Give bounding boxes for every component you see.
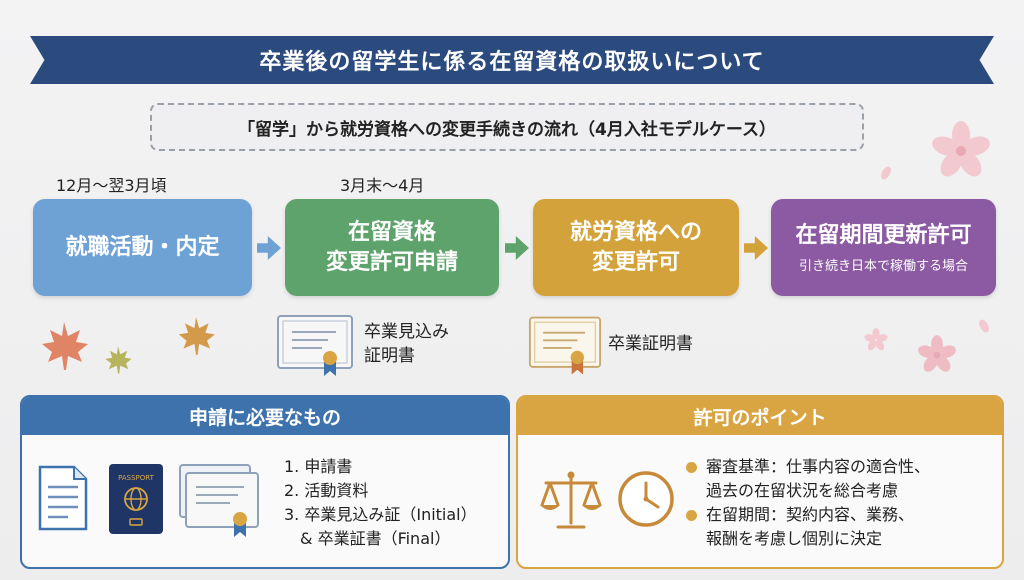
sakura-icon [932, 121, 990, 177]
sakura-icon [864, 328, 888, 351]
subtitle-box: 「留学」から就労資格への変更手続きの流れ（4月入社モデルケース） [150, 103, 864, 151]
list-item: 2. 活動資料 [284, 481, 369, 500]
point-text: 過去の在留状況を総合考慮 [706, 481, 899, 500]
step-label: 在留資格 [347, 219, 436, 245]
maple-leaf-icon [42, 322, 88, 370]
requirements-panel: 申請に必要なもの PASSPORT 1. 申請書 2. 活動資料 3. 卒業見込… [20, 395, 510, 569]
step-work-permit: 就労資格への 変更許可 [533, 199, 739, 296]
step-sublabel: 引き続き日本で稼働する場合 [798, 259, 968, 274]
document-label: 卒業見込み 証明書 [364, 320, 449, 368]
scale-icon [540, 471, 602, 529]
list-item: 審査基準：仕事内容の適合性、 過去の在留状況を総合考慮 [686, 455, 930, 503]
point-text: 審査基準：仕事内容の適合性、 [706, 457, 931, 476]
points-panel: 許可のポイント 審査基準：仕事内容の適合性、 過去の在留状況を総合考慮 在留期間… [516, 395, 1004, 569]
petal-icon [979, 319, 989, 333]
step-label: 就労資格への [569, 219, 702, 245]
requirements-list: 1. 申請書 2. 活動資料 3. 卒業見込み証（Initial） & 卒業証書… [284, 455, 477, 551]
step-renewal: 在留期間更新許可 引き続き日本で稼働する場合 [771, 199, 996, 296]
step-status-change-application: 在留資格 変更許可申請 [285, 199, 499, 296]
list-item: 1. 申請書 [284, 457, 353, 476]
list-item: 3. 卒業見込み証（Initial） [284, 505, 477, 524]
step-label: 就職活動・内定 [65, 234, 220, 260]
step-label: 変更許可申請 [325, 249, 458, 275]
maple-leaf-icon [105, 346, 132, 374]
document-label: 卒業証明書 [608, 334, 693, 354]
requirements-heading: 申請に必要なもの [22, 397, 508, 435]
point-text: 在留期間：契約内容、業務、 [706, 505, 915, 524]
list-item: & 卒業証書（Final） [284, 529, 451, 548]
certificate-icon [277, 315, 353, 376]
points-list: 審査基準：仕事内容の適合性、 過去の在留状況を総合考慮 在留期間：契約内容、業務… [686, 455, 930, 551]
period-second: 3月末〜4月 [340, 176, 425, 195]
document-icon [38, 465, 88, 531]
bullet-icon [686, 462, 697, 473]
arrow-right-icon [257, 236, 281, 260]
page-title: 卒業後の留学生に係る在留資格の取扱いについて [259, 50, 765, 75]
subtitle: 「留学」から就労資格への変更手続きの流れ（4月入社モデルケース） [238, 119, 776, 140]
step-label: 変更許可 [591, 249, 680, 275]
step-label: 在留期間更新許可 [795, 223, 972, 248]
certificate-icon [179, 464, 259, 537]
bullet-icon [686, 510, 697, 521]
passport-text: PASSPORT [118, 474, 155, 482]
sakura-icon [918, 335, 956, 372]
title-banner: 卒業後の留学生に係る在留資格の取扱いについて [30, 36, 994, 84]
certificate-icon [528, 316, 602, 375]
list-item: 在留期間：契約内容、業務、 報酬を考慮し個別に決定 [686, 503, 930, 551]
clock-icon [618, 471, 674, 527]
arrow-right-icon [744, 236, 768, 260]
arrow-right-icon [505, 236, 529, 260]
period-first: 12月〜翌3月頃 [56, 176, 167, 195]
document-label-line: 証明書 [364, 346, 415, 366]
points-heading: 許可のポイント [518, 397, 1002, 435]
step-job-hunting: 就職活動・内定 [33, 199, 252, 296]
point-text: 報酬を考慮し個別に決定 [706, 529, 883, 548]
passport-icon: PASSPORT [109, 464, 163, 534]
maple-leaf-icon [178, 317, 215, 355]
document-label-line: 卒業見込み [364, 322, 449, 342]
petal-icon [881, 166, 891, 180]
